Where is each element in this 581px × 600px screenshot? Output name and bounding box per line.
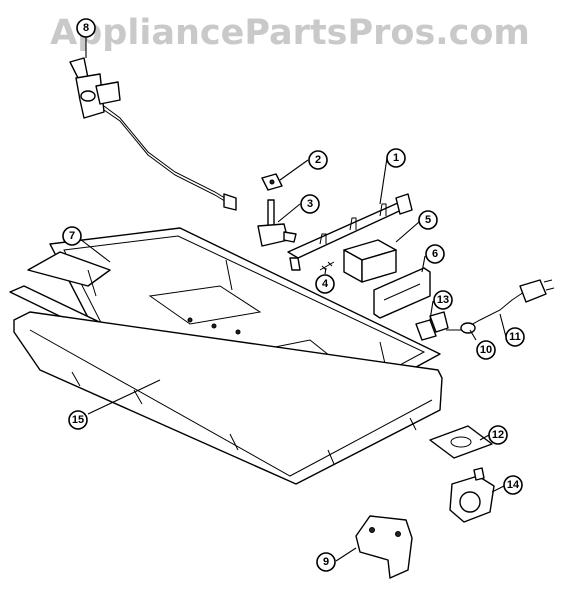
part-1-manifold [287, 193, 413, 271]
svg-text:4: 4 [322, 278, 329, 290]
svg-text:1: 1 [393, 152, 399, 164]
svg-text:15: 15 [72, 414, 84, 426]
part-4-screw [319, 261, 335, 271]
svg-text:8: 8 [83, 22, 89, 34]
part-10-11-cord [446, 279, 555, 334]
callout-5: 5 [418, 210, 438, 230]
part-15-pan [9, 285, 443, 485]
svg-text:5: 5 [425, 214, 431, 226]
svg-text:9: 9 [323, 556, 329, 568]
callout-15: 15 [68, 410, 88, 430]
part-13-connector [415, 311, 449, 341]
callout-7: 7 [62, 226, 82, 246]
callout-6: 6 [425, 244, 445, 264]
callout-11: 11 [505, 327, 525, 347]
callout-8: 8 [76, 18, 96, 38]
callout-10: 10 [476, 340, 496, 360]
part-14-regulator [449, 467, 495, 523]
callout-13: 13 [433, 290, 453, 310]
svg-text:10: 10 [480, 344, 492, 356]
part-8-valve-tube [69, 57, 237, 211]
part-9-bracket [355, 515, 413, 579]
svg-text:12: 12 [492, 429, 504, 441]
callout-4: 4 [315, 274, 335, 294]
svg-text:2: 2 [315, 154, 321, 166]
svg-text:6: 6 [432, 248, 438, 260]
svg-text:7: 7 [69, 230, 75, 242]
leader-lines [79, 37, 507, 562]
part-6-bracket [373, 267, 431, 319]
svg-text:11: 11 [509, 331, 521, 343]
svg-text:3: 3 [307, 198, 313, 210]
part-5-box [343, 239, 397, 283]
part-2-clip [261, 173, 283, 191]
callout-12: 12 [488, 425, 508, 445]
part-12-gasket [429, 425, 493, 459]
svg-text:14: 14 [507, 479, 520, 491]
callout-3: 3 [300, 194, 320, 214]
callout-14: 14 [503, 475, 523, 495]
callout-9: 9 [316, 552, 336, 572]
callout-2: 2 [308, 150, 328, 170]
part-3-stem [257, 199, 297, 247]
svg-text:13: 13 [437, 294, 449, 306]
callout-1: 1 [386, 148, 406, 168]
watermark-logo: AppliancePartsPros.com [50, 13, 530, 53]
